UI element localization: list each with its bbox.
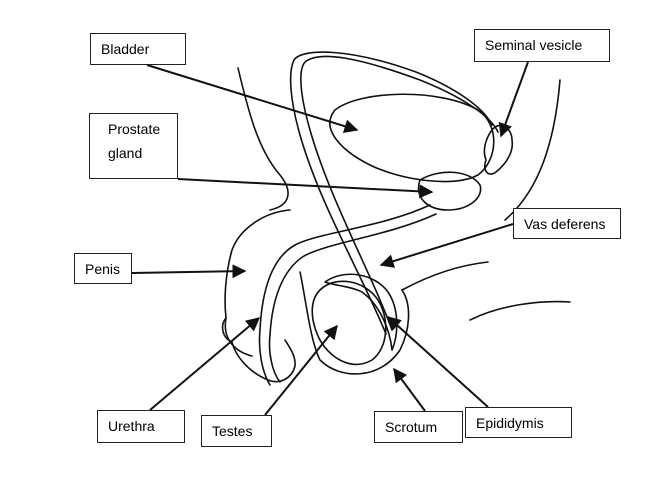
label-bladder-text: Bladder: [101, 41, 150, 57]
penis-shape: [221, 209, 296, 383]
arrow-scrotum: [393, 367, 426, 412]
seminal-vesicle-shape: [483, 124, 514, 175]
label-vas-deferens-text: Vas deferens: [524, 216, 606, 232]
glans-shape: [224, 317, 253, 357]
arrow-prostate: [177, 178, 434, 199]
label-vas-deferens: Vas deferens: [513, 208, 621, 239]
leg-outline: [401, 261, 489, 291]
label-penis-text: Penis: [85, 261, 121, 277]
epididymis-shape: [324, 273, 398, 351]
label-scrotum-text: Scrotum: [385, 419, 438, 435]
urethra-outer: [258, 204, 431, 386]
label-seminal-vesicle-text: Seminal vesicle: [485, 37, 583, 53]
bladder-shape: [329, 93, 495, 183]
arrow-vas-deferens: [379, 223, 514, 268]
testis-shape: [311, 280, 387, 366]
arrow-seminal-vesicle: [498, 61, 529, 138]
arrow-testes: [264, 324, 338, 416]
arrow-epididymis: [386, 316, 489, 408]
label-urethra: Urethra: [97, 410, 185, 443]
label-bladder: Bladder: [90, 33, 186, 65]
arrow-urethra: [149, 317, 261, 411]
label-testes-text: Testes: [212, 423, 253, 439]
body-outline-front: [237, 67, 289, 211]
thigh-outline: [469, 300, 571, 321]
urethra-inner: [268, 213, 437, 383]
label-epididymis: Epididymis: [465, 407, 572, 438]
label-testes: Testes: [201, 415, 272, 447]
prostate-shape: [417, 171, 482, 211]
label-prostate-line2: gland: [108, 145, 143, 161]
label-penis: Penis: [74, 253, 132, 284]
arrow-penis: [131, 264, 247, 279]
label-epididymis-text: Epididymis: [476, 415, 544, 431]
pointer-arrows: [131, 61, 529, 416]
vas-deferens-outer: [300, 55, 499, 331]
label-prostate-gland: Prostate gland: [89, 113, 178, 179]
arrow-bladder: [146, 64, 359, 133]
scrotum-shape: [299, 271, 410, 375]
label-prostate-line1: Prostate: [108, 121, 161, 137]
label-scrotum: Scrotum: [374, 411, 463, 443]
label-seminal-vesicle: Seminal vesicle: [474, 29, 610, 62]
label-urethra-text: Urethra: [108, 418, 155, 434]
